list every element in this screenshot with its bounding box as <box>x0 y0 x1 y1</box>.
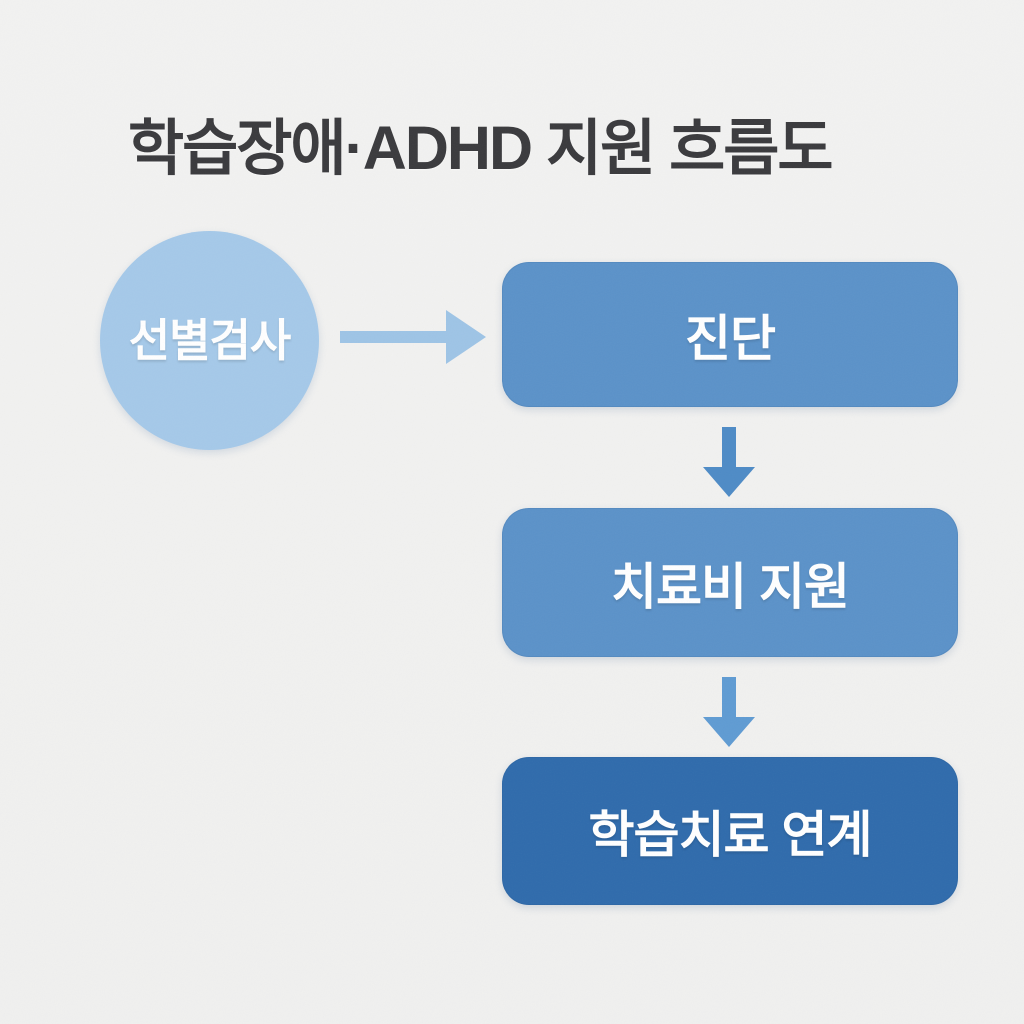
arrow-down-shape <box>703 677 755 747</box>
arrow-down-icon <box>703 677 755 747</box>
node-screening-test-label: 선별검사 <box>128 315 292 366</box>
arrow-down-icon <box>703 427 755 497</box>
arrow-right-shape <box>340 310 486 364</box>
node-treatment-cost-support-label: 치료비 지원 <box>611 558 850 615</box>
node-learning-therapy-linkage: 학습치료 연계 <box>502 757 958 905</box>
arrow-down-shape <box>703 427 755 497</box>
node-learning-therapy-linkage-label: 학습치료 연계 <box>588 807 873 863</box>
node-screening-test: 선별검사 <box>100 231 319 450</box>
node-diagnosis: 진단 <box>502 262 958 407</box>
node-diagnosis-label: 진단 <box>685 310 776 367</box>
page-title: 학습장애·ADHD 지원 흐름도 <box>128 114 834 182</box>
arrow-right-icon <box>340 310 486 364</box>
node-treatment-cost-support: 치료비 지원 <box>502 508 958 657</box>
